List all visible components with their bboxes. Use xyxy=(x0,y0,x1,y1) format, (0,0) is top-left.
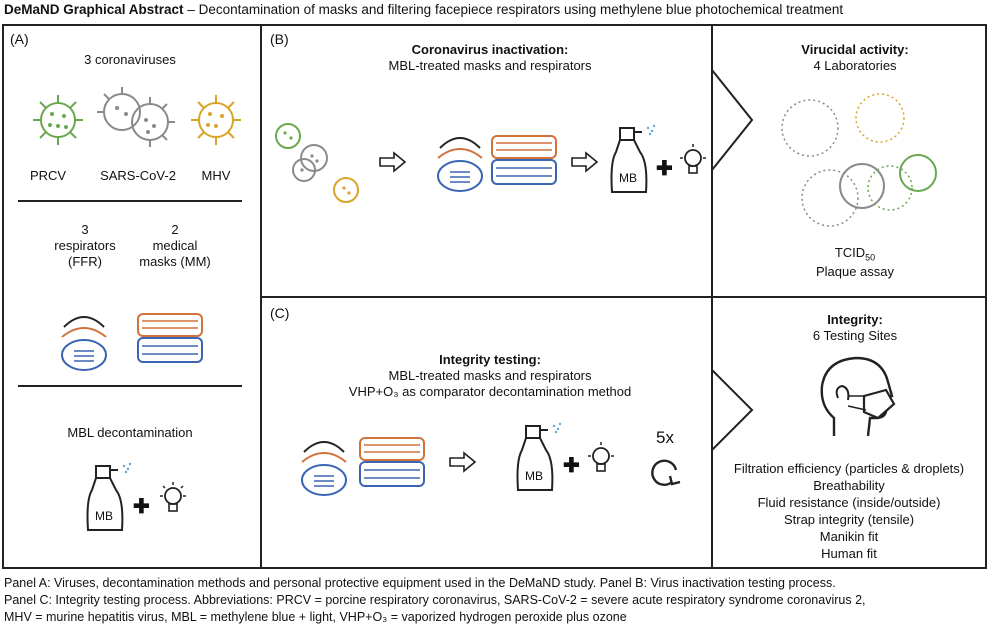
integrity-heading: Integrity: xyxy=(827,312,883,327)
plus-icon-a: ✚ xyxy=(133,496,150,518)
panel-b-heading: Coronavirus inactivation: xyxy=(411,42,569,57)
prcv-virus-icon xyxy=(33,95,83,145)
plus-icon-c: ✚ xyxy=(563,455,580,477)
light-bulb-icon xyxy=(160,482,186,512)
panel-c-label: (C) xyxy=(270,305,290,321)
head-with-respirator-icon xyxy=(820,356,896,437)
figure-title: DeMaND Graphical Abstract – Decontaminat… xyxy=(4,2,843,17)
respirators-line-2: respirators xyxy=(54,238,116,253)
respirators-icon-c xyxy=(301,441,347,496)
panel-a-label: (A) xyxy=(10,31,29,47)
masks-line-3: masks (MM) xyxy=(139,254,211,269)
respirators-icon-b xyxy=(437,137,483,192)
divider-a-2 xyxy=(18,385,242,387)
respirators-line-1: 3 xyxy=(81,222,89,237)
light-bulb-icon-b xyxy=(680,144,706,174)
spray-bottle-icon-c xyxy=(516,422,562,491)
bottle-label-c: MB xyxy=(525,469,543,483)
respirators-icon xyxy=(61,316,107,371)
integrity-test-item: Strap integrity (tensile) xyxy=(783,512,915,527)
divider-b-c xyxy=(260,296,987,298)
bottle-label-a: MB xyxy=(95,509,113,523)
integrity-test-item: Filtration efficiency (particles & dropl… xyxy=(733,461,965,476)
integrity-subheading: 6 Testing Sites xyxy=(812,328,898,343)
integrity-tests-list: Filtration efficiency (particles & dropl… xyxy=(714,460,984,562)
panel-c-line-2: VHP+O₃ as comparator decontamination met… xyxy=(348,384,632,399)
repeat-cycle-icon xyxy=(651,459,681,486)
chevron-c-shape xyxy=(711,369,754,451)
caption-line-2: Panel C: Integrity testing process. Abbr… xyxy=(4,593,866,607)
arrow-right-icon-b1 xyxy=(379,151,407,173)
arrow-right-icon-c xyxy=(449,451,477,473)
divider-a-1 xyxy=(18,200,242,202)
chevron-b-shape xyxy=(711,69,754,171)
arrow-right-icon-b2 xyxy=(571,151,599,173)
integrity-test-item: Breathability xyxy=(813,478,885,493)
assay-tcid-text: TCID xyxy=(834,245,866,260)
assay-tcid-sub: 50 xyxy=(865,252,876,263)
spray-bottle-icon-b xyxy=(610,124,656,193)
panel-c-heading: Integrity testing: xyxy=(439,352,541,367)
mhv-virus-icon xyxy=(191,95,241,145)
integrity-test-item: Fluid resistance (inside/outside) xyxy=(757,495,941,510)
figure-caption: Panel A: Viruses, decontamination method… xyxy=(4,575,988,626)
respirators-count: 3 respirators (FFR) xyxy=(40,222,130,270)
bottle-label-b: MB xyxy=(619,171,637,185)
virucidal-heading: Virucidal activity: xyxy=(801,42,909,57)
virus-name-prcv: PRCV xyxy=(29,168,67,183)
virucidal-subheading: 4 Laboratories xyxy=(813,58,897,73)
medical-masks-icon xyxy=(137,313,203,363)
integrity-test-item: Human fit xyxy=(821,546,877,561)
figure-title-rest: – Decontamination of masks and filtering… xyxy=(183,2,844,17)
caption-line-3: MHV = murine hepatitis virus, MBL = meth… xyxy=(4,610,627,624)
respirators-line-3: (FFR) xyxy=(68,254,102,269)
figure-title-bold: DeMaND Graphical Abstract xyxy=(4,2,184,17)
masks-count: 2 medical masks (MM) xyxy=(130,222,220,270)
medical-masks-icon-c xyxy=(359,437,425,487)
medical-masks-icon-b xyxy=(491,135,557,185)
integrity-test-item: Manikin fit xyxy=(819,529,879,544)
virus-name-sars-cov-2: SARS-CoV-2 xyxy=(100,168,176,183)
caption-line-1: Panel A: Viruses, decontamination method… xyxy=(4,576,836,590)
inactivated-viruses-icon xyxy=(781,93,937,227)
masks-line-2: medical xyxy=(152,238,198,253)
sars-cov-2-virus-icon xyxy=(97,87,175,147)
plus-icon-b: ✚ xyxy=(656,158,673,180)
light-bulb-icon-c xyxy=(588,442,614,472)
panel-b-subheading: MBL-treated masks and respirators xyxy=(388,58,592,73)
panel-b-label: (B) xyxy=(270,31,289,47)
assay-tcid: TCID50 xyxy=(740,245,970,266)
viruses-heading: 3 coronaviruses xyxy=(84,52,176,67)
spray-bottle-icon xyxy=(86,462,132,531)
cycles-count: 5x xyxy=(656,428,674,447)
panel-c-line-1: MBL-treated masks and respirators xyxy=(388,368,592,383)
assay-plaque: Plaque assay xyxy=(815,264,895,279)
decon-heading: MBL decontamination xyxy=(67,425,193,440)
masks-line-1: 2 xyxy=(171,222,179,237)
virus-cluster-icon xyxy=(275,123,359,203)
virus-name-mhv: MHV xyxy=(201,168,231,183)
